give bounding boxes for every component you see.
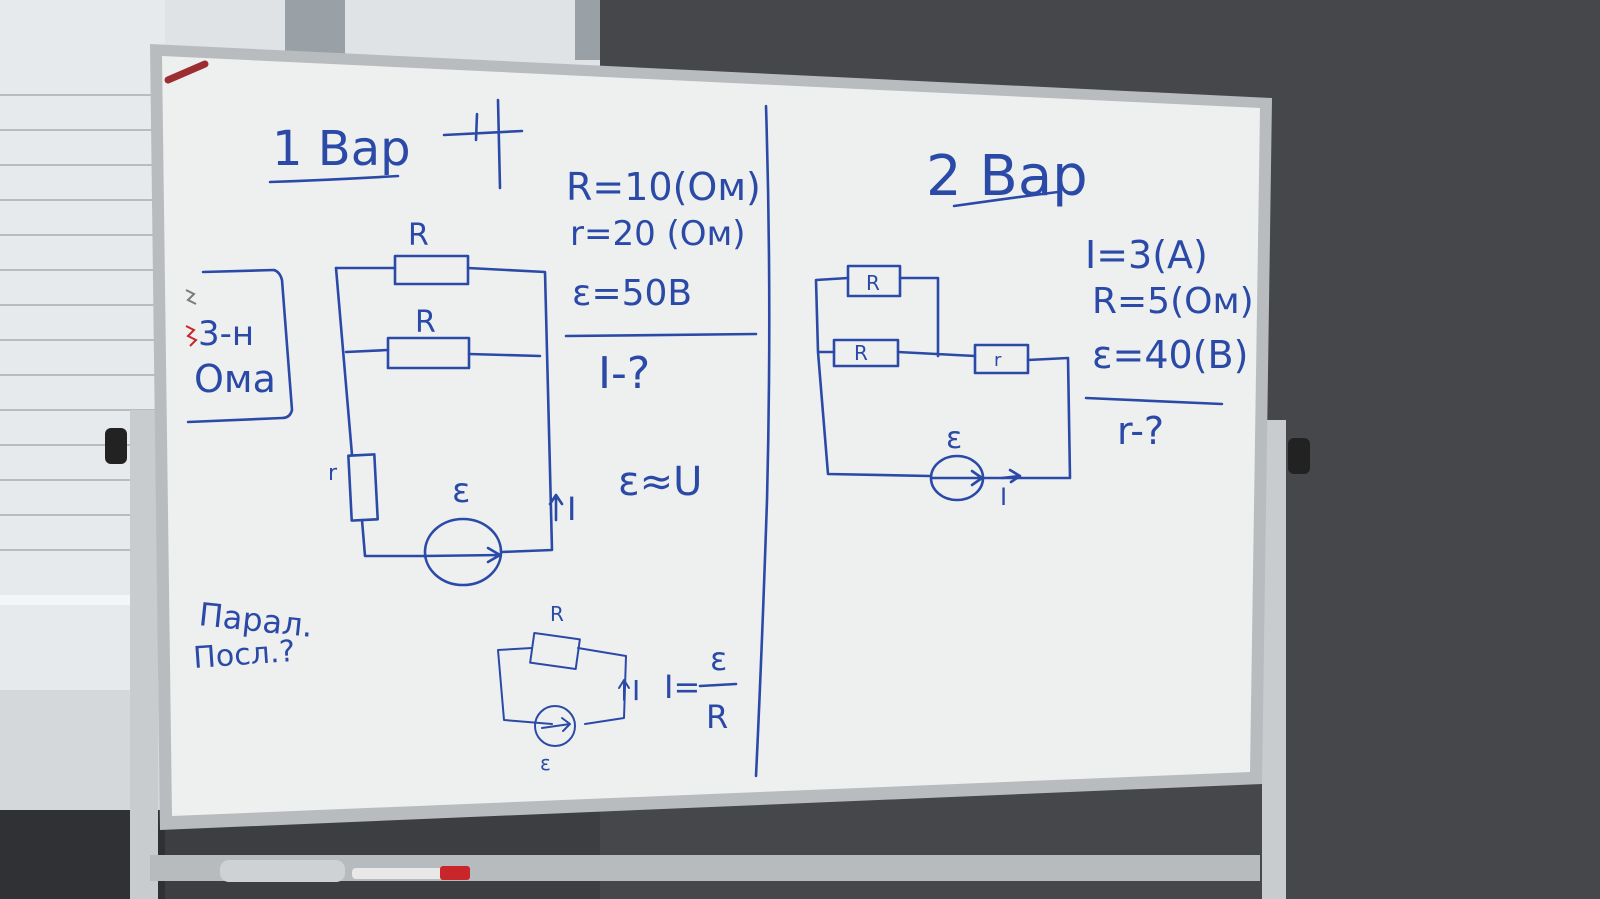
given-separator-2 bbox=[1084, 396, 1224, 406]
variant-2: 2 Вар I=3(A) R=5(Ом) ε=40(B) r-? R R r ε… bbox=[814, 144, 1254, 511]
given-R: R=10(Ом) bbox=[566, 165, 761, 209]
formula-denominator: R bbox=[706, 698, 728, 736]
formula-numerator: ε bbox=[710, 640, 727, 678]
label-current: I bbox=[567, 490, 576, 528]
question-2: r-? bbox=[1117, 409, 1164, 453]
label-r: r bbox=[328, 461, 338, 486]
relation-emf-voltage: ε≈U bbox=[618, 459, 702, 505]
variant-1: 1 Вар R=10(Ом) r=20 (Ом) ε=50В I-? 3-н О… bbox=[185, 98, 761, 775]
heading-2-underline bbox=[952, 190, 1060, 208]
divider-line bbox=[754, 104, 771, 778]
given-emf: ε=50В bbox=[572, 273, 692, 314]
label-emf: ε bbox=[452, 471, 470, 511]
note-line-2: Посл.? bbox=[192, 634, 296, 676]
label-R-2a: R bbox=[866, 271, 880, 295]
given-I: I=3(A) bbox=[1085, 233, 1208, 277]
emf-source-1 bbox=[423, 517, 503, 587]
label-current-2: I bbox=[1000, 483, 1007, 511]
eraser bbox=[220, 860, 345, 882]
given-separator bbox=[564, 332, 758, 338]
given-list-2: I=3(A) R=5(Ом) ε=40(B) r-? bbox=[1084, 233, 1254, 453]
emf-source-simple bbox=[534, 705, 576, 747]
circuit-2: R R r ε I bbox=[814, 264, 1072, 511]
capacitor-sketch bbox=[442, 98, 524, 190]
law-box-line-2: Ома bbox=[194, 357, 276, 401]
ohm-formula: I= ε R bbox=[664, 640, 738, 736]
resistor-R-2a bbox=[846, 264, 902, 298]
given-R-2: R=5(Ом) bbox=[1092, 281, 1254, 322]
law-box: 3-н Ома bbox=[185, 268, 294, 424]
given-r: r=20 (Ом) bbox=[570, 214, 745, 254]
heading-1: 1 Вар bbox=[272, 121, 411, 177]
resistor-R-middle bbox=[386, 336, 471, 370]
formula-lhs: I= bbox=[664, 668, 700, 706]
label-R-top: R bbox=[408, 218, 429, 253]
resistor-R-2b bbox=[832, 338, 900, 368]
label-R-simple: R bbox=[550, 602, 564, 626]
board-surface bbox=[162, 56, 1260, 816]
label-r-2: r bbox=[994, 350, 1002, 371]
heading-1-underline bbox=[268, 174, 400, 184]
resistor-r bbox=[347, 453, 380, 522]
given-emf-2: ε=40(B) bbox=[1092, 333, 1248, 377]
resistor-r-2 bbox=[973, 343, 1030, 375]
label-R-middle: R bbox=[415, 305, 436, 340]
law-box-line-1: 3-н bbox=[198, 314, 254, 354]
resistor-R-simple bbox=[529, 631, 581, 671]
circuit-simple: R ε I bbox=[497, 602, 640, 775]
question-1: I-? bbox=[598, 348, 650, 399]
marker-stain bbox=[164, 60, 209, 84]
label-current-simple: I bbox=[632, 674, 640, 707]
given-list-1: R=10(Ом) r=20 (Ом) ε=50В I-? bbox=[564, 165, 761, 399]
circuit-1: R R r ε I bbox=[328, 218, 576, 587]
label-R-2b: R bbox=[854, 341, 868, 365]
board-stand bbox=[105, 410, 1310, 899]
label-emf-simple: ε bbox=[540, 751, 551, 775]
label-emf-2: ε bbox=[946, 421, 962, 456]
resistor-R-top bbox=[393, 254, 470, 286]
